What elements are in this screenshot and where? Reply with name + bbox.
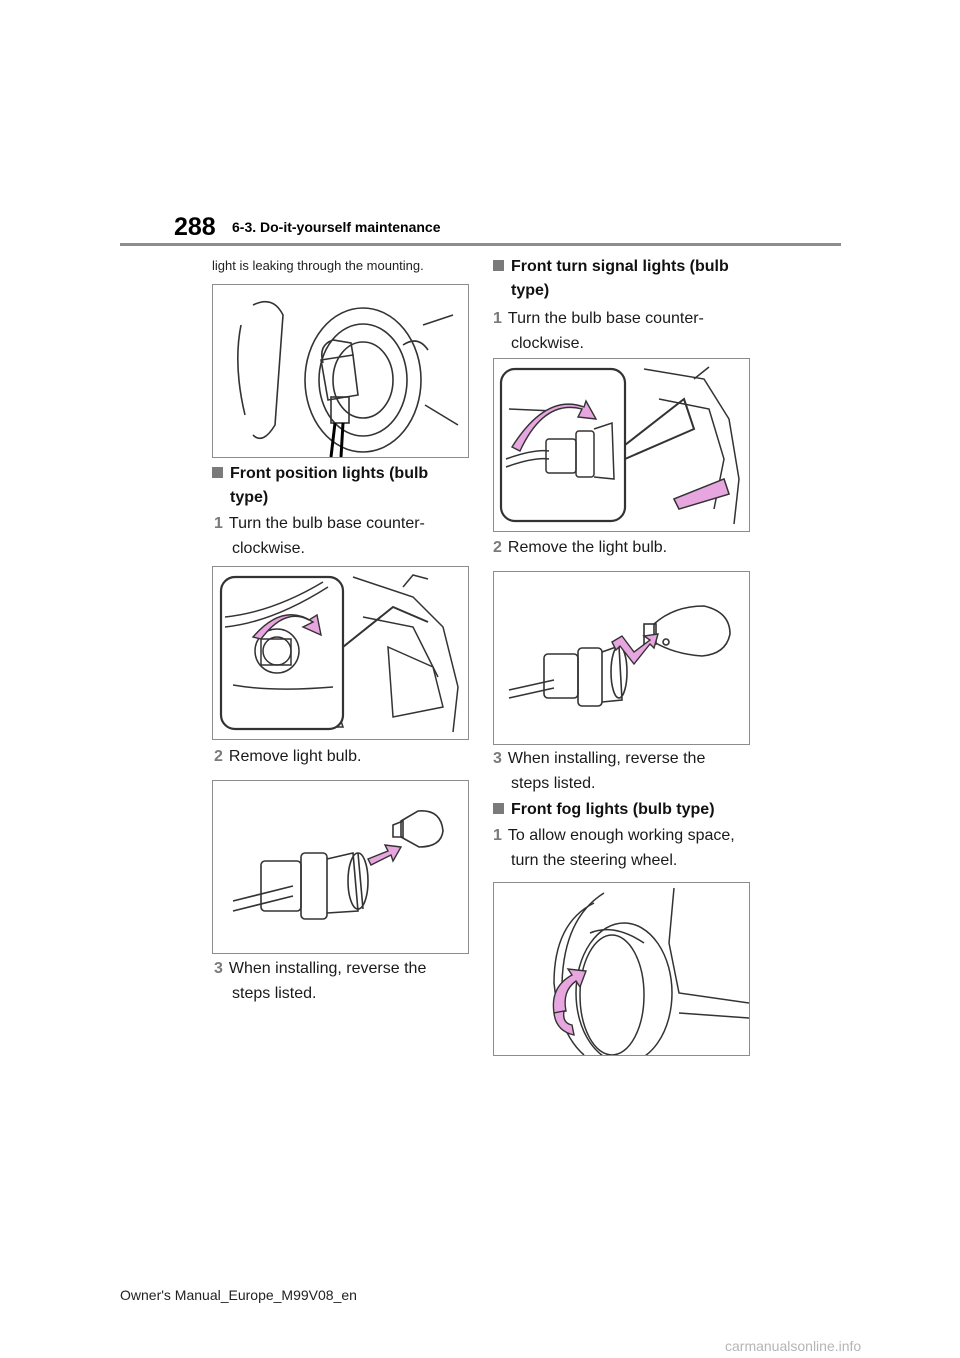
intro-text: light is leaking through the mounting.: [212, 258, 424, 273]
watermark-text: carmanualsonline.info: [725, 1338, 862, 1354]
figure-headlight-socket: [212, 284, 469, 458]
heading-marker-icon: [212, 467, 223, 478]
page-header: 288 6-3. Do-it-yourself maintenance: [0, 0, 960, 250]
page-number: 288: [174, 213, 216, 241]
figure-remove-turn-signal-bulb: [493, 571, 750, 745]
figure-turn-signal-socket: [493, 358, 750, 532]
heading-front-turn-signal-lights: Front turn signal lights (bulb type): [493, 255, 729, 303]
heading-marker-icon: [493, 803, 504, 814]
headlight-socket-illustration: [237, 300, 459, 457]
position-bulb-illustration: [232, 810, 444, 920]
manual-footer: Owner's Manual_Europe_M99V08_en: [120, 1287, 357, 1303]
section-title: 6-3. Do-it-yourself maintenance: [232, 219, 441, 235]
turn-signal-socket-illustration: [499, 366, 740, 525]
turn-signal-bulb-illustration: [508, 605, 731, 707]
header-divider: [120, 243, 841, 246]
figure-turn-steering-wheel: [493, 882, 750, 1056]
position-socket-illustration: [219, 574, 459, 733]
figure-position-light-socket: [212, 566, 469, 740]
heading-front-position-lights: Front position lights (bulb type): [212, 462, 428, 510]
figure-remove-position-bulb: [212, 780, 469, 954]
tire-turned-illustration: [552, 887, 749, 1055]
heading-front-fog-lights: Front fog lights (bulb type): [493, 798, 715, 822]
heading-marker-icon: [493, 260, 504, 271]
